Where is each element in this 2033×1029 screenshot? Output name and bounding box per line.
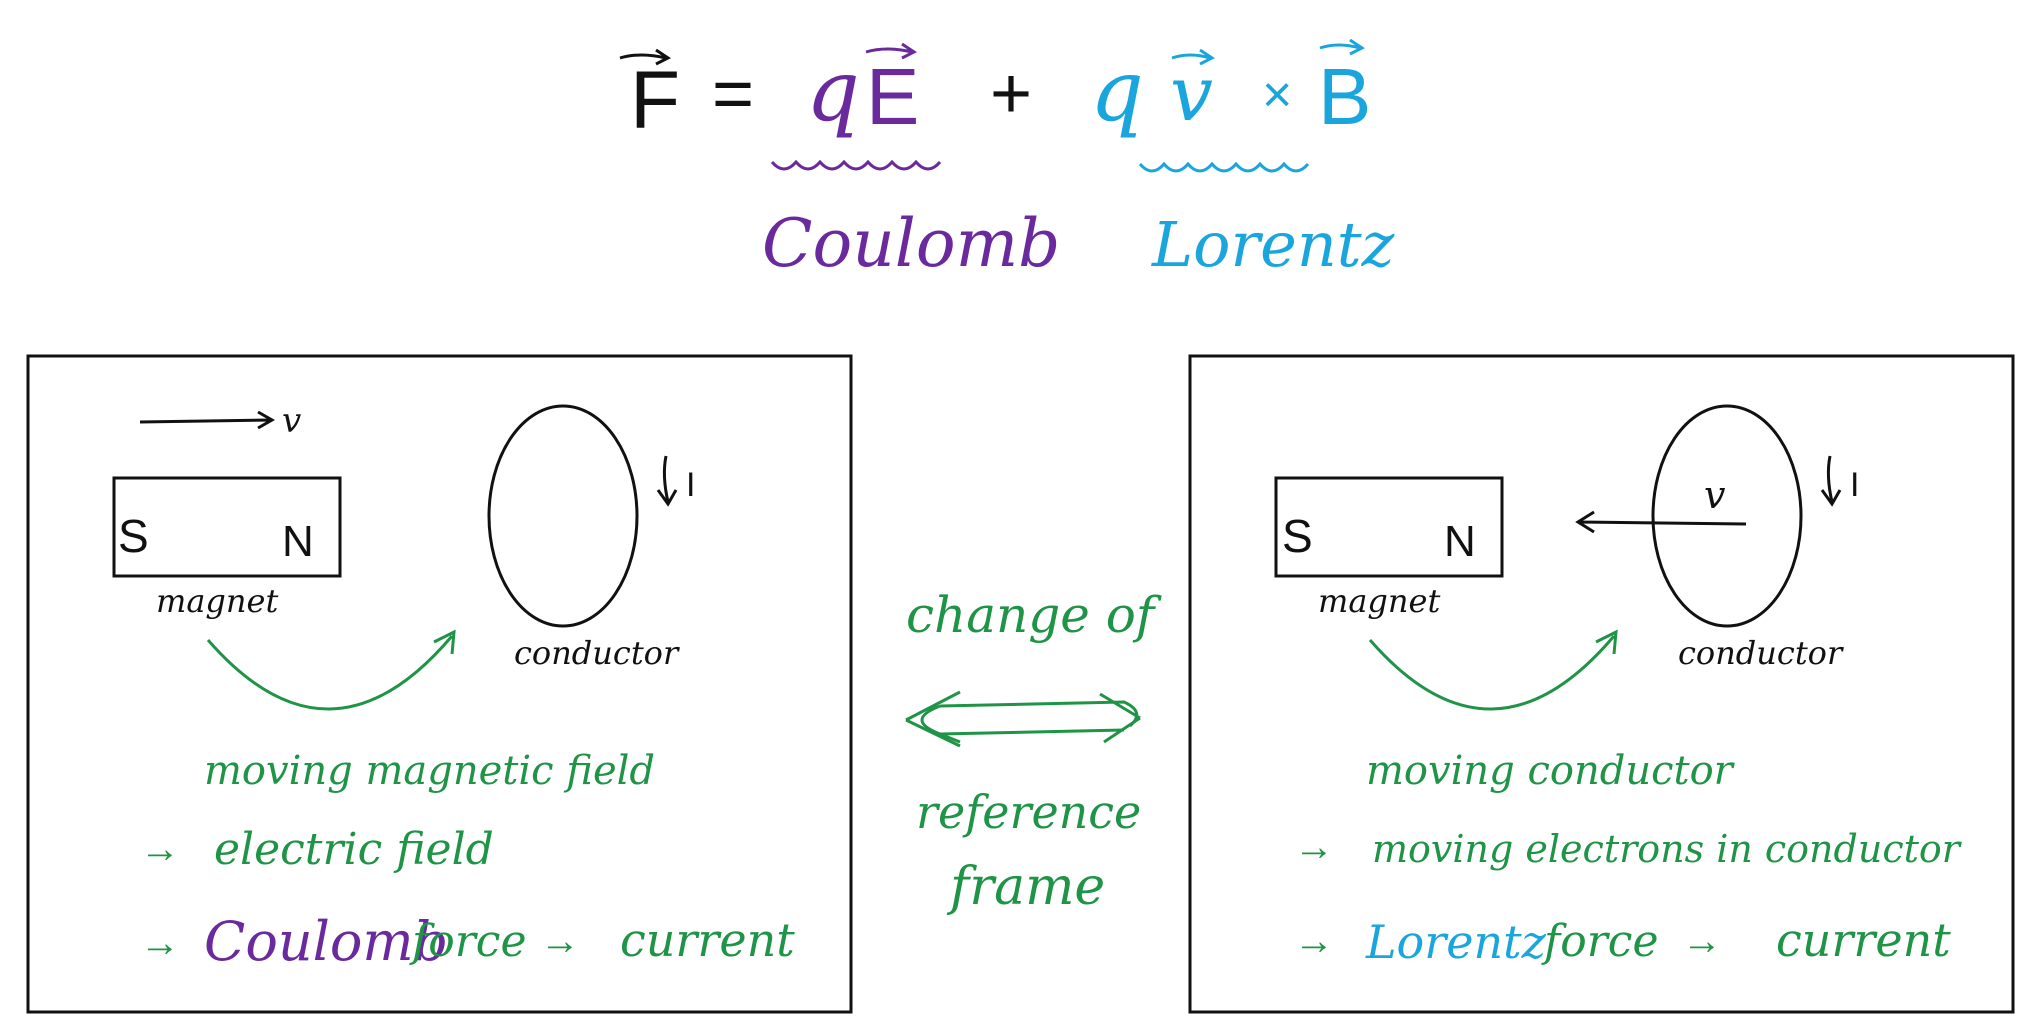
step2-second-arrow-icon: → — [540, 919, 580, 963]
right-panel: S N magnet v I conductor moving conducto… — [1188, 354, 2015, 1014]
magnet — [1274, 476, 1504, 578]
velocity-symbol: v — [1170, 49, 1213, 138]
reference-label: reference — [916, 785, 1141, 839]
left-panel: v S N magnet I conductor moving magnetic… — [26, 354, 853, 1014]
magnet-north-pole: N — [1444, 517, 1476, 566]
coulomb-charge: q — [806, 42, 860, 140]
current-arrow-icon — [656, 455, 678, 507]
double-arrow-icon — [920, 700, 1139, 744]
force-symbol: F — [630, 55, 680, 146]
vector-arrow-icon — [619, 48, 671, 66]
conductor-label: conductor — [514, 634, 680, 672]
step1-arrow-icon: → — [1294, 825, 1334, 869]
velocity-arrow-icon — [139, 410, 276, 430]
equation: F = q E + q v × B Coulomb Lorentz — [619, 38, 1395, 282]
current-arrow-icon — [1820, 455, 1842, 507]
left-force-word: force — [409, 916, 527, 967]
conductor-label: conductor — [1678, 634, 1844, 672]
right-panel-frame — [1188, 354, 2015, 1014]
vector-arrow-icon — [865, 42, 917, 60]
lorentz-underline-squiggle — [1138, 161, 1310, 173]
change-of-label: change of — [906, 586, 1162, 644]
equals-sign: = — [712, 54, 754, 134]
left-force-name: Coulomb — [204, 910, 448, 973]
conductor-loop — [487, 404, 639, 628]
velocity-arrow-icon — [1575, 510, 1747, 534]
vector-arrow-icon — [1319, 38, 1365, 56]
lorentz-label: Lorentz — [1151, 208, 1395, 281]
magnet — [112, 476, 342, 578]
cross-product-sign: × — [1262, 66, 1292, 124]
magnet-label: magnet — [1318, 582, 1440, 620]
left-panel-frame — [26, 354, 853, 1014]
step2-arrow-icon: → — [140, 921, 180, 965]
right-force-name: Lorentz — [1365, 915, 1547, 969]
vector-arrow-icon — [1171, 48, 1215, 66]
velocity-label: v — [1704, 473, 1726, 517]
curved-arrow-icon — [206, 629, 456, 711]
velocity-label: v — [282, 401, 301, 441]
magnet-south-pole: S — [1282, 510, 1313, 562]
curved-arrow-icon — [1368, 629, 1618, 711]
frame-label: frame — [946, 857, 1105, 917]
right-caption: moving conductor — [1366, 748, 1736, 794]
coulomb-label: Coulomb — [762, 205, 1060, 282]
left-result: current — [620, 913, 795, 967]
left-step1-text: electric field — [214, 824, 494, 875]
double-arrow-heads-icon — [905, 690, 1141, 748]
step1-arrow-icon: → — [140, 827, 180, 871]
electric-field-symbol: E — [866, 52, 919, 141]
middle-annotation: change of reference frame — [905, 586, 1162, 917]
right-step1-text: moving electrons in conductor — [1372, 827, 1963, 871]
right-force-word: force — [1541, 916, 1659, 967]
lorentz-charge: q — [1090, 42, 1144, 140]
step2-second-arrow-icon: → — [1682, 919, 1722, 963]
magnet-label: magnet — [156, 582, 278, 620]
right-result: current — [1776, 913, 1951, 967]
magnet-north-pole: N — [282, 517, 314, 566]
coulomb-underline-squiggle — [770, 159, 942, 171]
left-caption: moving magnetic field — [204, 748, 655, 794]
magnet-south-pole: S — [118, 510, 149, 562]
plus-sign: + — [990, 54, 1032, 134]
current-label: I — [1850, 466, 1859, 504]
current-label: I — [686, 466, 695, 504]
magnetic-field-symbol: B — [1318, 52, 1371, 141]
step2-arrow-icon: → — [1294, 919, 1334, 963]
conductor-loop — [1651, 404, 1803, 628]
